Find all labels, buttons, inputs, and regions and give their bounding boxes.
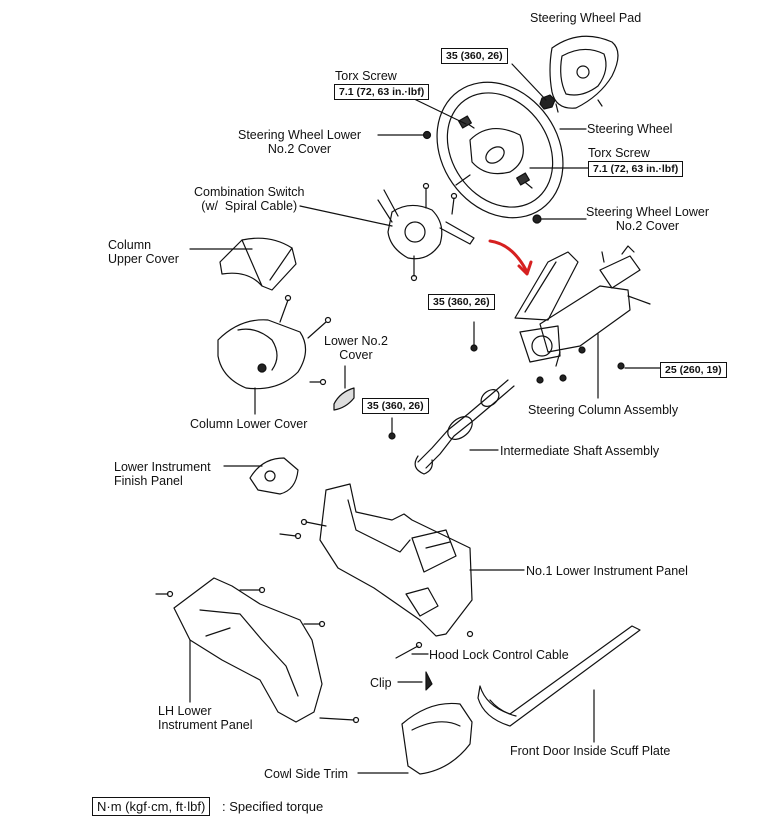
label-front-door-inside-scuff-plate: Front Door Inside Scuff Plate [510, 744, 671, 758]
intermediate-shaft-assembly [388, 321, 515, 475]
label-no1-lower-instrument-panel: No.1 Lower Instrument Panel [526, 564, 688, 578]
label-lh-lower-instrument-panel: LH Lower Instrument Panel [158, 704, 253, 732]
column-upper-cover [219, 237, 297, 291]
pad-bolt [511, 63, 556, 110]
label-steering-wheel: Steering Wheel [587, 122, 673, 136]
label-steering-wheel-pad: Steering Wheel Pad [530, 11, 642, 25]
lower-instrument-finish-panel [249, 457, 299, 495]
combination-switch [377, 182, 475, 282]
label-intermediate-shaft-assembly: Intermediate Shaft Assembly [500, 444, 660, 458]
torque-pad-bolt: 35 (360, 26) [441, 48, 508, 64]
label-lower-instrument-finish-panel: Lower Instrument Finish Panel [114, 460, 211, 488]
steering-wheel [436, 81, 564, 219]
torque-shaft-lower: 35 (360, 26) [362, 398, 429, 414]
torque-torx-screw-1: 7.1 (72, 63 in.·lbf) [334, 84, 430, 100]
torque-column-upper: 35 (360, 26) [428, 294, 495, 310]
label-cowl-side-trim: Cowl Side Trim [264, 767, 349, 781]
red-arrow [488, 239, 528, 272]
torque-legend-box: N·m (kgf·cm, ft·lbf) [92, 797, 211, 816]
steering-wheel-pad [549, 35, 619, 113]
label-lower-no2-cover: Lower No.2 Cover [324, 334, 388, 362]
column-lower-cover [217, 294, 332, 390]
cowl-side-trim [401, 671, 473, 775]
label-clip: Clip [370, 676, 392, 690]
label-combination-switch: Combination Switch (w/ Spiral Cable) [194, 185, 305, 213]
label-column-upper-cover: Column Upper Cover [108, 238, 179, 266]
lh-lower-instrument-panel [155, 577, 360, 724]
hood-lock-control-cable [395, 641, 423, 659]
label-torx-screw-2: Torx Screw [588, 146, 650, 160]
label-hood-lock-control-cable: Hood Lock Control Cable [429, 648, 569, 662]
label-torx-screw-1: Torx Screw [335, 69, 397, 83]
torque-legend-text: : Specified torque [222, 799, 324, 814]
steering-column-assembly [514, 245, 651, 384]
torque-torx-screw-2: 7.1 (72, 63 in.·lbf) [588, 161, 684, 177]
label-steering-wheel-lower-no2-cover-1: Steering Wheel Lower No.2 Cover [238, 128, 361, 156]
label-column-lower-cover: Column Lower Cover [190, 417, 308, 431]
label-steering-wheel-lower-no2-cover-2: Steering Wheel Lower No.2 Cover [586, 205, 709, 233]
front-door-scuff-plate [477, 625, 641, 727]
label-steering-column-assembly: Steering Column Assembly [528, 403, 679, 417]
lower-no2-cover [333, 387, 355, 411]
no1-lower-instrument-panel [279, 483, 474, 638]
torque-column-right: 25 (260, 19) [660, 362, 727, 378]
